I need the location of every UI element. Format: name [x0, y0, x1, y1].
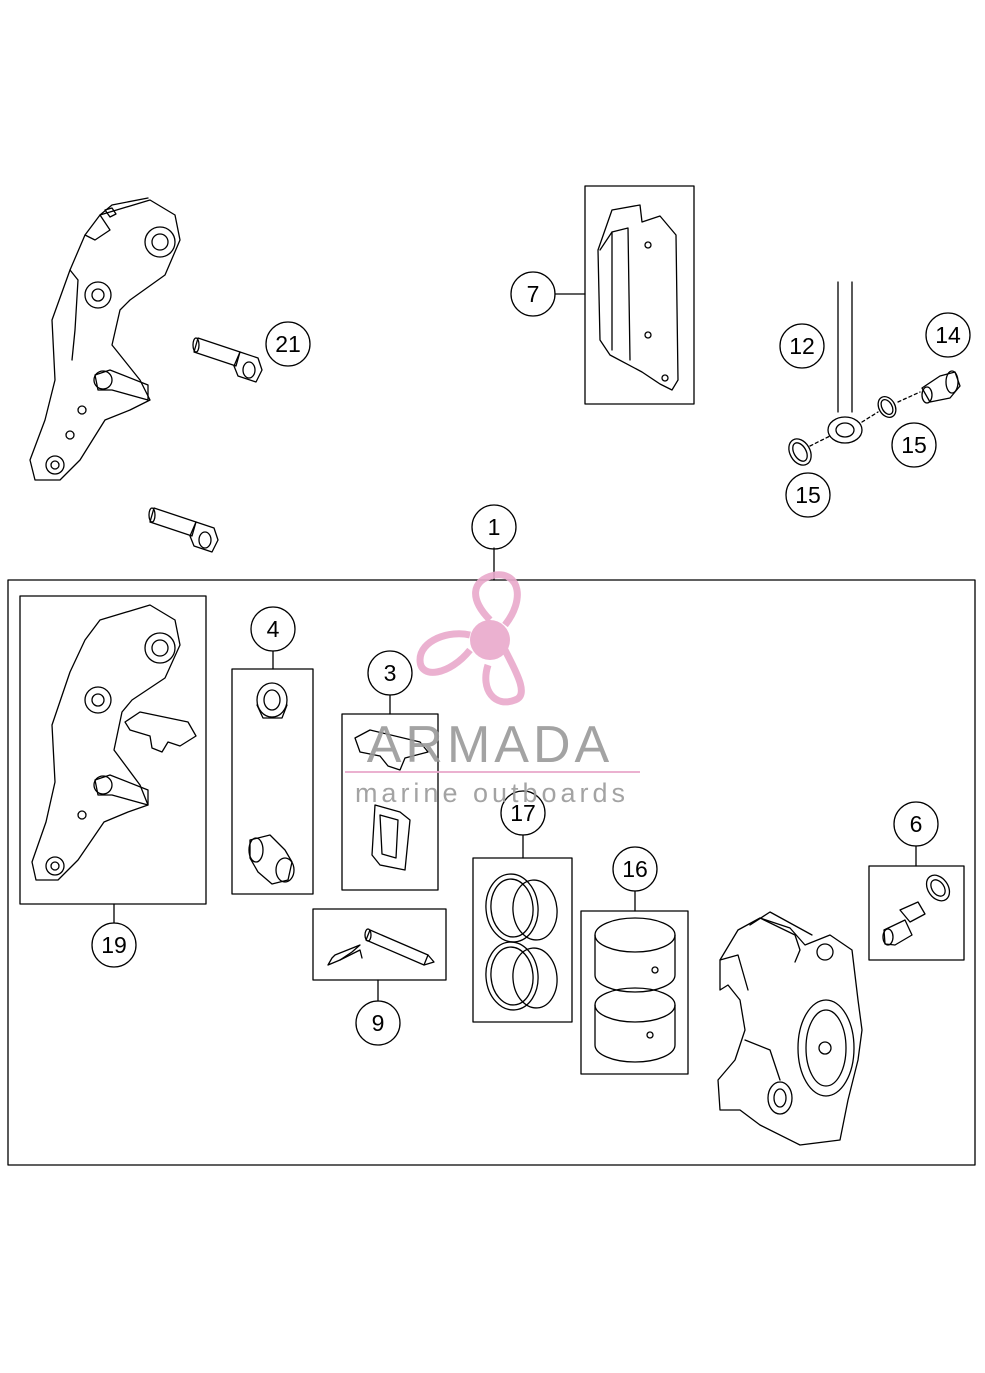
label-1: 1: [488, 514, 501, 540]
label-circles: [91, 271, 971, 1046]
label-7: 7: [527, 281, 540, 307]
label-17: 17: [510, 800, 536, 826]
leader-lines: [113, 293, 917, 1002]
label-14: 14: [935, 322, 961, 348]
label-3: 3: [384, 660, 397, 686]
label-19: 19: [101, 932, 127, 958]
brake-line-drawing: [788, 281, 961, 466]
label-21: 21: [275, 331, 301, 357]
bolt-21-drawing: [192, 337, 263, 383]
box-19: [19, 595, 207, 905]
kit-box-1: [7, 579, 976, 1166]
part-17-drawing: [485, 873, 558, 1011]
box-4: [231, 668, 314, 895]
label-15-lower: 15: [795, 482, 821, 508]
bolt-lower-drawing: [148, 507, 219, 553]
label-6: 6: [910, 811, 923, 837]
part-9-drawing: [327, 928, 435, 966]
label-15-upper: 15: [901, 432, 927, 458]
watermark-subtitle: marine outboards: [355, 778, 629, 808]
propeller-hub-icon: [470, 620, 510, 660]
caliper-body-drawing: [717, 911, 863, 1146]
box-9: [312, 908, 447, 981]
part-6-drawing: [882, 874, 951, 946]
label-4: 4: [267, 616, 280, 642]
part-3-drawing: [354, 729, 429, 871]
brake-pad-drawing: [584, 185, 695, 405]
propeller-logo-icon: [416, 571, 525, 706]
label-9: 9: [372, 1010, 385, 1036]
watermark-title: ARMADA: [367, 716, 613, 774]
caliper-bracket-drawing: [29, 197, 181, 481]
label-12: 12: [789, 333, 815, 359]
bracket-19-drawing: [31, 604, 197, 881]
part-16-drawing: [594, 917, 676, 1063]
label-16: 16: [622, 856, 648, 882]
box-6: [868, 865, 965, 961]
part-4-drawing: [248, 682, 295, 885]
watermark-logo: ARMADA marine outboards: [345, 571, 640, 808]
